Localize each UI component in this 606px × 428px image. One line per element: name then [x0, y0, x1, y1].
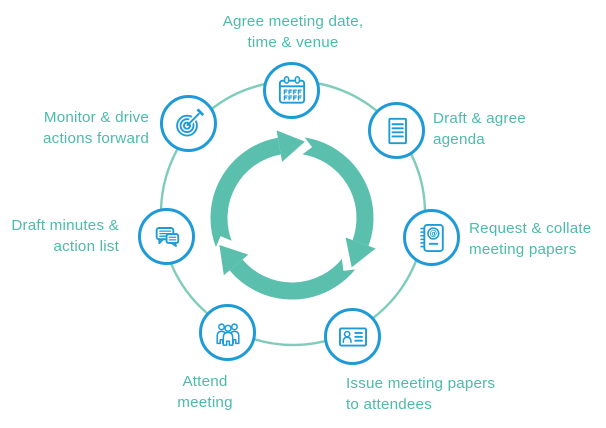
step-request-papers-node: @: [403, 209, 460, 266]
people-group-icon: [215, 322, 240, 346]
id-card-icon: [338, 327, 367, 346]
speech-bubbles-icon: [155, 226, 179, 247]
step-issue-papers-label: Issue meeting papers to attendees: [346, 374, 495, 415]
label-line: Draft & agree: [433, 110, 526, 127]
step-attend-meeting-node: [199, 304, 256, 361]
label-line: agenda: [433, 130, 485, 148]
label-line: Attend: [182, 373, 228, 390]
calendar-icon: [278, 75, 305, 104]
target-dart-icon: [175, 107, 204, 136]
label-line: Monitor & drive: [43, 109, 149, 126]
step-draft-agenda-label: Draft & agree agenda: [433, 109, 526, 150]
label-line: action list: [53, 237, 119, 255]
step-draft-agenda-node: [368, 102, 425, 159]
label-line: to attendees: [346, 395, 432, 413]
step-issue-papers-node: [324, 308, 381, 365]
step-draft-minutes-label: Draft minutes & action list: [0, 216, 119, 257]
label-line: meeting: [177, 393, 233, 411]
step-agree-date-node: [263, 62, 320, 119]
label-line: Agree meeting date,: [222, 13, 364, 30]
label-line: meeting papers: [469, 240, 577, 258]
step-attend-meeting-label: Attend meeting: [147, 372, 263, 413]
label-line: Draft minutes &: [11, 217, 119, 234]
step-draft-minutes-node: [138, 208, 195, 265]
label-line: Issue meeting papers: [346, 375, 496, 392]
at-sign-glyph: @: [429, 229, 437, 238]
agenda-document-icon: [387, 117, 407, 144]
label-line: Request & collate: [469, 220, 592, 237]
cycle-arrows-icon: [210, 130, 376, 300]
step-agree-date-label: Agree meeting date, time & venue: [178, 12, 408, 53]
step-monitor-actions-label: Monitor & drive actions forward: [0, 108, 149, 149]
label-line: time & venue: [247, 33, 339, 51]
step-request-papers-label: Request & collate meeting papers: [469, 219, 591, 260]
label-line: actions forward: [43, 129, 149, 147]
step-monitor-actions-node: [160, 95, 217, 152]
notebook-at-icon: @: [419, 223, 444, 252]
